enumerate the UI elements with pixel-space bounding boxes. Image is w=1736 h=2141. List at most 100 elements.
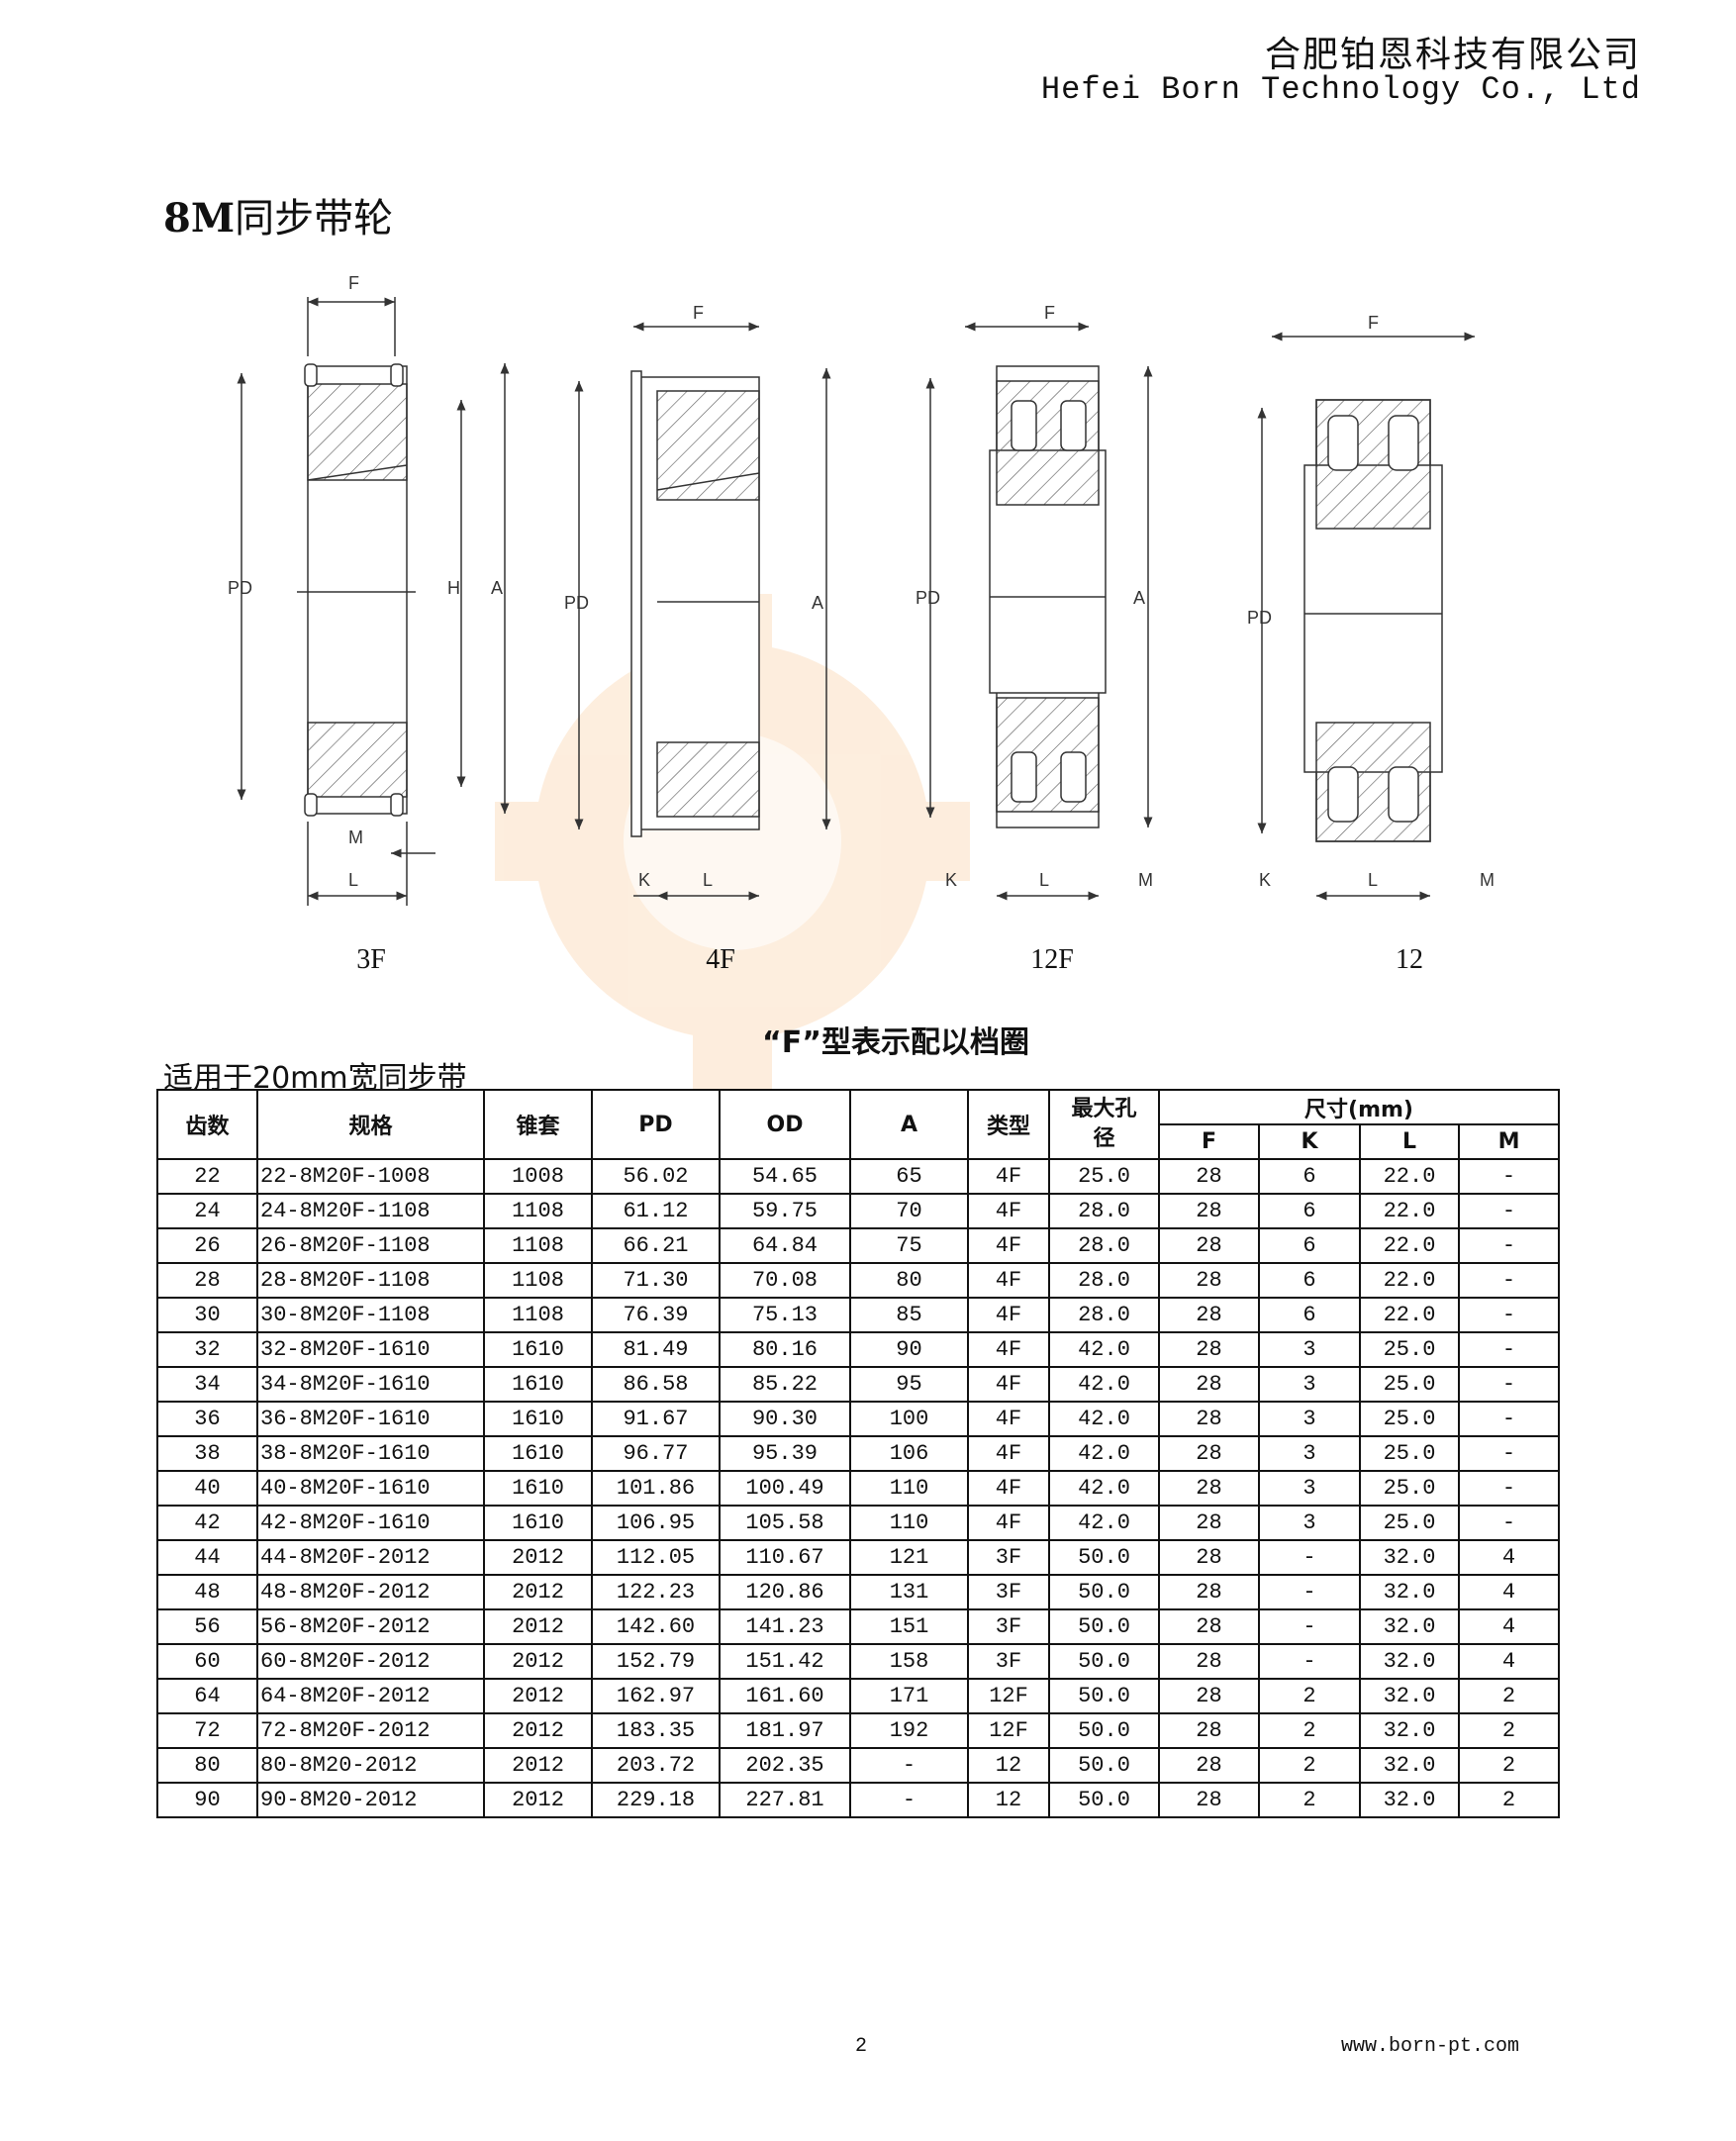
title-rest: 同步带轮	[235, 196, 394, 242]
cell-teeth: 72	[156, 1712, 258, 1749]
cell-type: 12F	[967, 1712, 1050, 1749]
cell-bush: 2012	[483, 1678, 593, 1714]
cell-bush: 1008	[483, 1158, 593, 1195]
cell-type: 4F	[967, 1297, 1050, 1333]
col-k: K	[1258, 1123, 1361, 1160]
cell-pd: 101.86	[591, 1470, 721, 1507]
cell-type: 4F	[967, 1262, 1050, 1299]
dim-pd-3f: PD	[228, 578, 252, 598]
cell-max-bore: 42.0	[1048, 1505, 1160, 1541]
cell-type: 4F	[967, 1435, 1050, 1472]
cell-f: 28	[1158, 1608, 1260, 1645]
cell-a: 106	[849, 1435, 969, 1472]
cell-f: 28	[1158, 1435, 1260, 1472]
cell-a: 100	[849, 1401, 969, 1437]
cell-max-bore: 50.0	[1048, 1747, 1160, 1784]
cell-a: 80	[849, 1262, 969, 1299]
cell-max-bore: 50.0	[1048, 1712, 1160, 1749]
cell-spec: 30-8M20F-1108	[256, 1297, 485, 1333]
cell-k: 2	[1258, 1678, 1361, 1714]
col-f: F	[1158, 1123, 1260, 1160]
cell-bush: 1610	[483, 1435, 593, 1472]
dim-f-4f: F	[693, 303, 704, 323]
company-name-cn: 合肥铂恩科技有限公司	[1264, 35, 1641, 75]
cell-a: 75	[849, 1227, 969, 1264]
col-teeth: 齿数	[156, 1089, 258, 1160]
cell-bush: 1610	[483, 1366, 593, 1403]
cell-m: -	[1457, 1297, 1561, 1333]
cell-k: -	[1258, 1643, 1361, 1680]
cell-f: 28	[1158, 1366, 1260, 1403]
cell-od: 202.35	[719, 1747, 851, 1784]
dim-a-4f: A	[812, 593, 823, 613]
cell-m: 2	[1457, 1712, 1561, 1749]
cell-k: 2	[1258, 1747, 1361, 1784]
cell-l: 32.0	[1359, 1782, 1460, 1818]
dim-k-12: K	[1259, 870, 1271, 890]
cell-type: 3F	[967, 1643, 1050, 1680]
dim-pd-12: PD	[1247, 608, 1272, 628]
dim-m-12: M	[1480, 870, 1495, 890]
cell-pd: 142.60	[591, 1608, 721, 1645]
col-dims: 尺寸(mm)	[1157, 1089, 1561, 1125]
cell-l: 25.0	[1359, 1401, 1460, 1437]
col-type: 类型	[967, 1089, 1050, 1160]
col-m: M	[1457, 1123, 1561, 1160]
cell-spec: 34-8M20F-1610	[256, 1366, 485, 1403]
cell-m: 2	[1457, 1782, 1561, 1818]
cell-spec: 48-8M20F-2012	[256, 1574, 485, 1610]
cell-type: 4F	[967, 1158, 1050, 1195]
col-l: L	[1359, 1123, 1460, 1160]
cell-k: 3	[1258, 1331, 1361, 1368]
cell-type: 12F	[967, 1678, 1050, 1714]
dim-k-4f: K	[638, 870, 650, 890]
dim-f-12: F	[1368, 313, 1379, 333]
cell-f: 28	[1158, 1782, 1260, 1818]
cell-m: 4	[1457, 1608, 1561, 1645]
cell-teeth: 30	[156, 1297, 258, 1333]
cell-type: 4F	[967, 1331, 1050, 1368]
cell-max-bore: 28.0	[1048, 1193, 1160, 1229]
cell-k: 6	[1258, 1193, 1361, 1229]
cell-pd: 162.97	[591, 1678, 721, 1714]
cell-m: -	[1457, 1227, 1561, 1264]
cell-pd: 91.67	[591, 1401, 721, 1437]
col-max-bore: 最大孔径	[1048, 1089, 1160, 1160]
cell-spec: 26-8M20F-1108	[256, 1227, 485, 1264]
cell-bush: 1610	[483, 1401, 593, 1437]
cell-k: 6	[1258, 1158, 1361, 1195]
website-url: www.born-pt.com	[1341, 2035, 1520, 2058]
cell-bush: 2012	[483, 1782, 593, 1818]
cell-f: 28	[1158, 1643, 1260, 1680]
cell-bush: 1108	[483, 1262, 593, 1299]
cell-spec: 22-8M20F-1008	[256, 1158, 485, 1195]
cell-teeth: 56	[156, 1608, 258, 1645]
cell-m: -	[1457, 1158, 1561, 1195]
cell-bush: 2012	[483, 1712, 593, 1749]
cell-a: 90	[849, 1331, 969, 1368]
cell-l: 25.0	[1359, 1331, 1460, 1368]
cell-max-bore: 42.0	[1048, 1435, 1160, 1472]
cell-k: 3	[1258, 1505, 1361, 1541]
cell-spec: 40-8M20F-1610	[256, 1470, 485, 1507]
cell-teeth: 22	[156, 1158, 258, 1195]
col-pd: PD	[591, 1089, 721, 1160]
cell-teeth: 32	[156, 1331, 258, 1368]
cell-spec: 72-8M20F-2012	[256, 1712, 485, 1749]
cell-f: 28	[1158, 1574, 1260, 1610]
cell-m: -	[1457, 1401, 1561, 1437]
cell-bush: 2012	[483, 1747, 593, 1784]
cell-od: 105.58	[719, 1505, 851, 1541]
cell-k: 2	[1258, 1712, 1361, 1749]
cell-type: 4F	[967, 1401, 1050, 1437]
cell-max-bore: 25.0	[1048, 1158, 1160, 1195]
cell-type: 4F	[967, 1470, 1050, 1507]
